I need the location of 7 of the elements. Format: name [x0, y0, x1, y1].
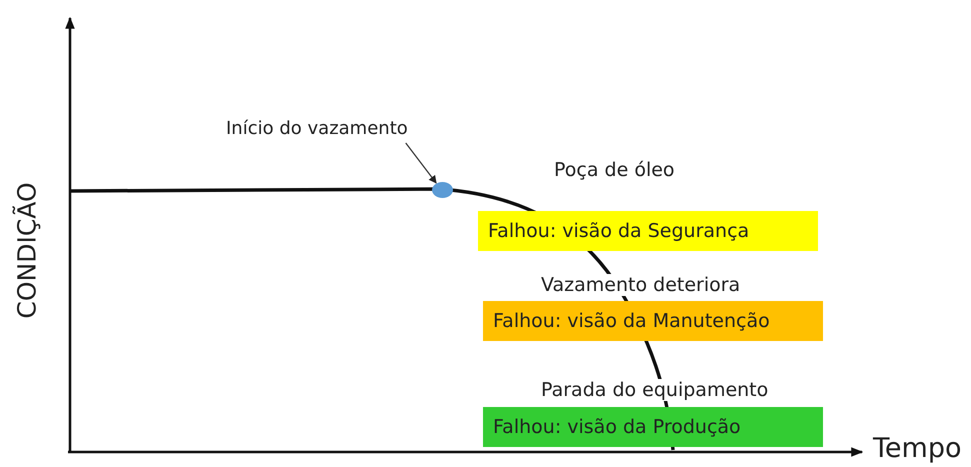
axis-title: CONDIÇÃO: [12, 182, 42, 318]
leak-point-marker: [432, 182, 453, 198]
failure-box: Falhou: visão da Manutenção: [483, 301, 823, 341]
failure-box: Falhou: visão da Produção: [483, 407, 823, 447]
leader-arrow: [405, 142, 437, 184]
annotation-text: Início do vazamento: [226, 114, 440, 142]
failure-box: Falhou: visão da Segurança: [478, 211, 818, 251]
